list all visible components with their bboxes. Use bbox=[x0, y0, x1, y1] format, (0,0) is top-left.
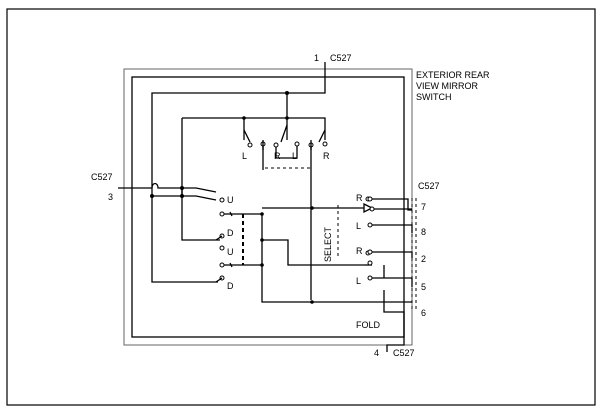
right-pin-7: 7 bbox=[421, 202, 426, 212]
right-contact-assembly bbox=[367, 196, 417, 310]
left-contact-label-1: U bbox=[227, 195, 234, 205]
switch-title-line-2: VIEW MIRROR bbox=[416, 81, 478, 91]
bottom-pin-number: 4 bbox=[374, 348, 379, 358]
left-contact-label-2: D bbox=[227, 228, 234, 238]
right-contact-label-3: R bbox=[356, 246, 363, 256]
right-pin-8: 8 bbox=[421, 227, 426, 237]
left-connector-name: C527 bbox=[91, 172, 113, 182]
switch-title-line-1: EXTERIOR REAR bbox=[416, 70, 490, 80]
left-pin-wire bbox=[118, 182, 217, 201]
top-connector-name: C527 bbox=[330, 53, 352, 63]
top-contact-label-1: L bbox=[242, 151, 247, 161]
fold-label: FOLD bbox=[356, 320, 381, 330]
right-contact-label-2: L bbox=[356, 221, 361, 231]
bottom-pin-wire bbox=[383, 302, 405, 352]
right-pin-5: 5 bbox=[421, 282, 426, 292]
switch-housing-inner bbox=[131, 76, 405, 338]
right-contact-label-4: L bbox=[356, 276, 361, 286]
top-contact-label-2: R bbox=[274, 151, 281, 161]
select-label: SELECT bbox=[323, 226, 333, 262]
page-frame bbox=[6, 8, 596, 406]
right-connector-name: C527 bbox=[418, 181, 440, 191]
left-contact-assembly bbox=[215, 197, 412, 303]
right-contact-label-1: R bbox=[356, 193, 363, 203]
bottom-connector-name: C527 bbox=[393, 348, 415, 358]
left-contact-label-3: U bbox=[227, 247, 234, 257]
left-contact-label-4: D bbox=[227, 281, 234, 291]
right-pin-6: 6 bbox=[421, 308, 426, 318]
top-contact-label-4: R bbox=[323, 151, 330, 161]
top-contact-assembly bbox=[181, 91, 328, 300]
switch-title-line-3: SWITCH bbox=[416, 92, 452, 102]
top-pin-number: 1 bbox=[314, 53, 319, 63]
top-contact-label-3: L bbox=[292, 151, 297, 161]
select-switch bbox=[262, 196, 374, 304]
left-pin-number: 3 bbox=[108, 192, 113, 202]
right-pin-2: 2 bbox=[421, 254, 426, 264]
